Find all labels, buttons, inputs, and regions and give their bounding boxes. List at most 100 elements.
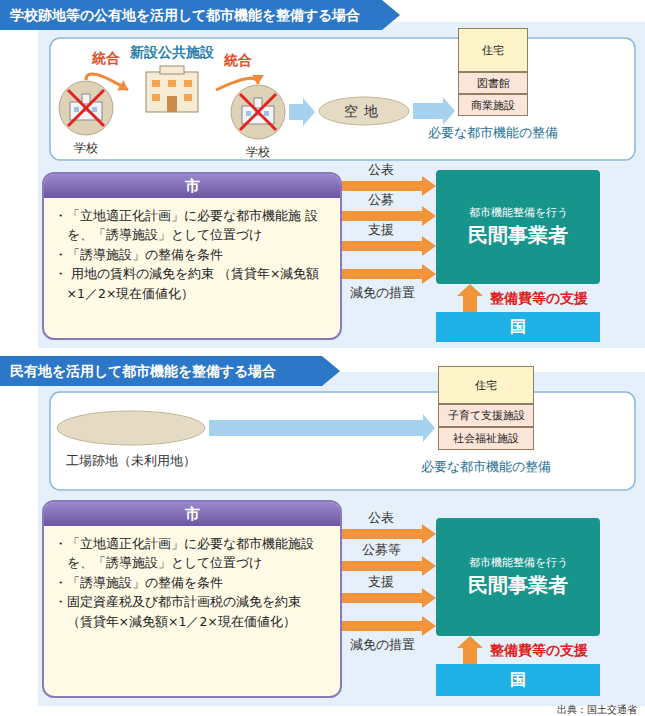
arrow-part [342,181,422,191]
edge-label: 公募 [368,192,394,208]
school-drawing [58,80,114,136]
private-operator-box: 都市機能整備を行う民間事業者 [436,170,600,284]
floor-label: 住宅 [482,43,504,58]
arrow-part [443,97,455,125]
city-bullet: ・「誘導施設」の整備を条件 [54,245,330,264]
connector [342,524,436,544]
private-operator-box: 都市機能整備を行う民間事業者 [436,518,600,636]
arrow-part [422,206,436,226]
connector [457,284,483,312]
school-icon: 学校 [230,84,286,168]
city-heading: 市 [44,502,340,526]
illustration-panel [50,392,635,490]
operator-title: 民間事業者 [468,572,568,599]
arrow-part [463,296,477,312]
edge-label: 支援 [368,222,394,238]
floor-label: 子育て支援施設 [448,408,525,423]
arrow-part [342,529,422,539]
school-drawing [230,84,286,140]
government-label: 国 [510,670,526,691]
connector [342,616,436,636]
floor-label: 社会福祉施設 [453,431,519,446]
operator-title: 民間事業者 [468,222,568,249]
section-header: 学校跡地等の公有地を活用して都市機能を整備する場合 [0,0,400,30]
operator-subtitle: 都市機能整備を行う [469,205,568,220]
arrow-part [422,176,436,196]
section-panel [38,22,645,348]
school-label: 学校 [224,144,292,161]
building-stack: 必要な都市機能の整備住宅子育て支援施設社会福祉施設 [438,366,534,450]
source-note: 出典：国土交通省 [557,703,637,716]
arrow-part [342,621,422,631]
arrow-part [422,588,436,608]
arrow-part [422,264,436,284]
connector [342,588,436,608]
arrow-part [457,636,483,648]
arrow-part [422,616,436,636]
header-text: 民有地を活用して都市機能を整備する場合 [10,356,276,386]
building-stack: 必要な都市機能の整備住宅図書館商業施設 [458,28,528,116]
edge-label: 公表 [368,162,394,178]
school-label: 学校 [52,140,120,157]
floor-label: 住宅 [475,378,497,393]
vacant-lot: 空地 [318,96,410,126]
connector [209,414,435,442]
operator-subtitle: 都市機能整備を行う [469,555,568,570]
header-text: 学校跡地等の公有地を活用して都市機能を整備する場合 [10,0,360,30]
lot-label: 空地 [318,96,410,126]
arrow-part [413,103,443,119]
edge-label: 減免の措置 [350,637,415,653]
section-header: 民有地を活用して都市機能を整備する場合 [0,356,340,386]
building-floor: 商業施設 [458,94,528,116]
national-government-box: 国 [436,312,600,342]
floor-label: 商業施設 [471,98,515,113]
edge-label: 支援 [368,574,394,590]
stack-caption: 必要な都市機能の整備 [428,124,558,142]
connector [413,97,455,125]
public-facility-icon: 新設公共施設 [128,44,216,114]
building-floor: 図書館 [458,72,528,94]
arrow-part [422,556,436,576]
lot-shape [56,410,206,446]
arrow-part [423,414,435,442]
floor-label: 図書館 [477,76,510,91]
arrow-part [252,75,264,84]
connector [289,98,315,126]
arrow-part [342,593,422,603]
arrow-part [342,561,422,571]
arrow-part [342,269,422,279]
arrow-part [463,648,477,664]
connector [457,636,483,664]
city-box: 市・「立地適正化計画」に必要な都市機能施 設を、「誘導施設」として位置づけ・「誘… [42,172,342,340]
edge-label: 統合 [92,50,120,66]
arrow-part [303,98,315,126]
connector [342,236,436,256]
building-floor: 住宅 [458,28,528,72]
building-floor: 社会福祉施設 [438,427,534,450]
building-floor: 住宅 [438,366,534,404]
city-box: 市・「立地適正化計画」に必要な都市機能施設 を、「誘導施設」として位置づけ・「誘… [42,500,342,698]
arrow-part [422,524,436,544]
illustration-panel [50,38,635,160]
edge-label: 公募等 [362,542,401,558]
arrow-part [342,241,422,251]
government-label: 国 [510,317,526,338]
city-bullet: ・「立地適正化計画」に必要な都市機能施 設を、「誘導施設」として位置づけ [54,206,330,245]
arrow-part [342,211,422,221]
arrow-part [209,420,423,436]
edge-label: 整備費等の支援 [490,290,588,306]
building-floor: 子育て支援施設 [438,404,534,427]
city-heading: 市 [44,174,340,198]
arrow-part [289,104,303,120]
factory-site: 工場跡地（未利用地） [56,410,206,476]
connector [342,556,436,576]
edge-label: 公表 [368,510,394,526]
city-body: ・「立地適正化計画」に必要な都市機能施 設を、「誘導施設」として位置づけ・「誘導… [44,198,340,309]
city-bullet: ・固定資産税及び都市計画税の減免を約束 （賃貸年×減免額×1／2×現在価値化） [54,592,330,631]
city-bullet: ・「誘導施設」の整備を条件 [54,573,330,592]
city-bullet: ・ 用地の賃料の減免を約束 （賃貸年×減免額×1／2×現在価値化） [54,264,330,303]
lot-label: 工場跡地（未利用地） [46,452,216,470]
edge-label: 減免の措置 [350,285,415,301]
stack-caption: 必要な都市機能の整備 [421,458,551,476]
